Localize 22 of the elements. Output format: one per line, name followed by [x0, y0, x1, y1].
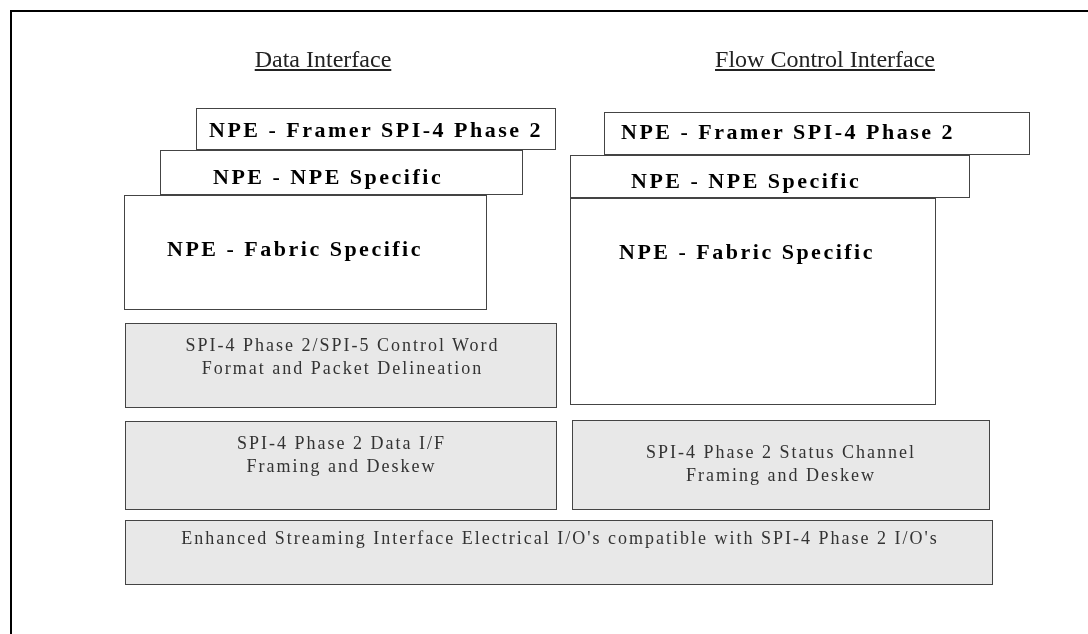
box-label: NPE - Fabric Specific — [167, 236, 424, 262]
box-label: NPE - NPE Specific — [631, 168, 863, 194]
layer-box — [572, 420, 990, 510]
box-label: SPI-4 Phase 2 Data I/F Framing and Deskew — [236, 432, 447, 479]
box-label: SPI-4 Phase 2 Status Channel Framing and Deskew — [645, 441, 917, 488]
stacked-box — [570, 198, 936, 405]
stacked-box — [196, 108, 556, 150]
box-label: Enhanced Streaming Interface Electrical I/O's compatible with SPI-4 Phase 2 I/O's — [180, 527, 940, 550]
box-label: NPE - NPE Specific — [213, 164, 445, 190]
stacked-box — [570, 155, 970, 198]
box-label: NPE - Framer SPI-4 Phase 2 — [209, 117, 545, 143]
stacked-box — [604, 112, 1030, 155]
stacked-box — [124, 195, 487, 310]
box-label: NPE - Fabric Specific — [619, 239, 876, 265]
section-heading: Data Interface — [254, 46, 392, 73]
box-label: SPI-4 Phase 2/SPI-5 Control Word Format and Packet Delineation — [184, 334, 501, 381]
stacked-box — [160, 150, 523, 195]
layer-box — [125, 520, 993, 585]
box-label: NPE - Framer SPI-4 Phase 2 — [621, 119, 957, 145]
layer-box — [125, 323, 557, 408]
section-heading: Flow Control Interface — [715, 46, 935, 73]
layer-box — [125, 421, 557, 510]
